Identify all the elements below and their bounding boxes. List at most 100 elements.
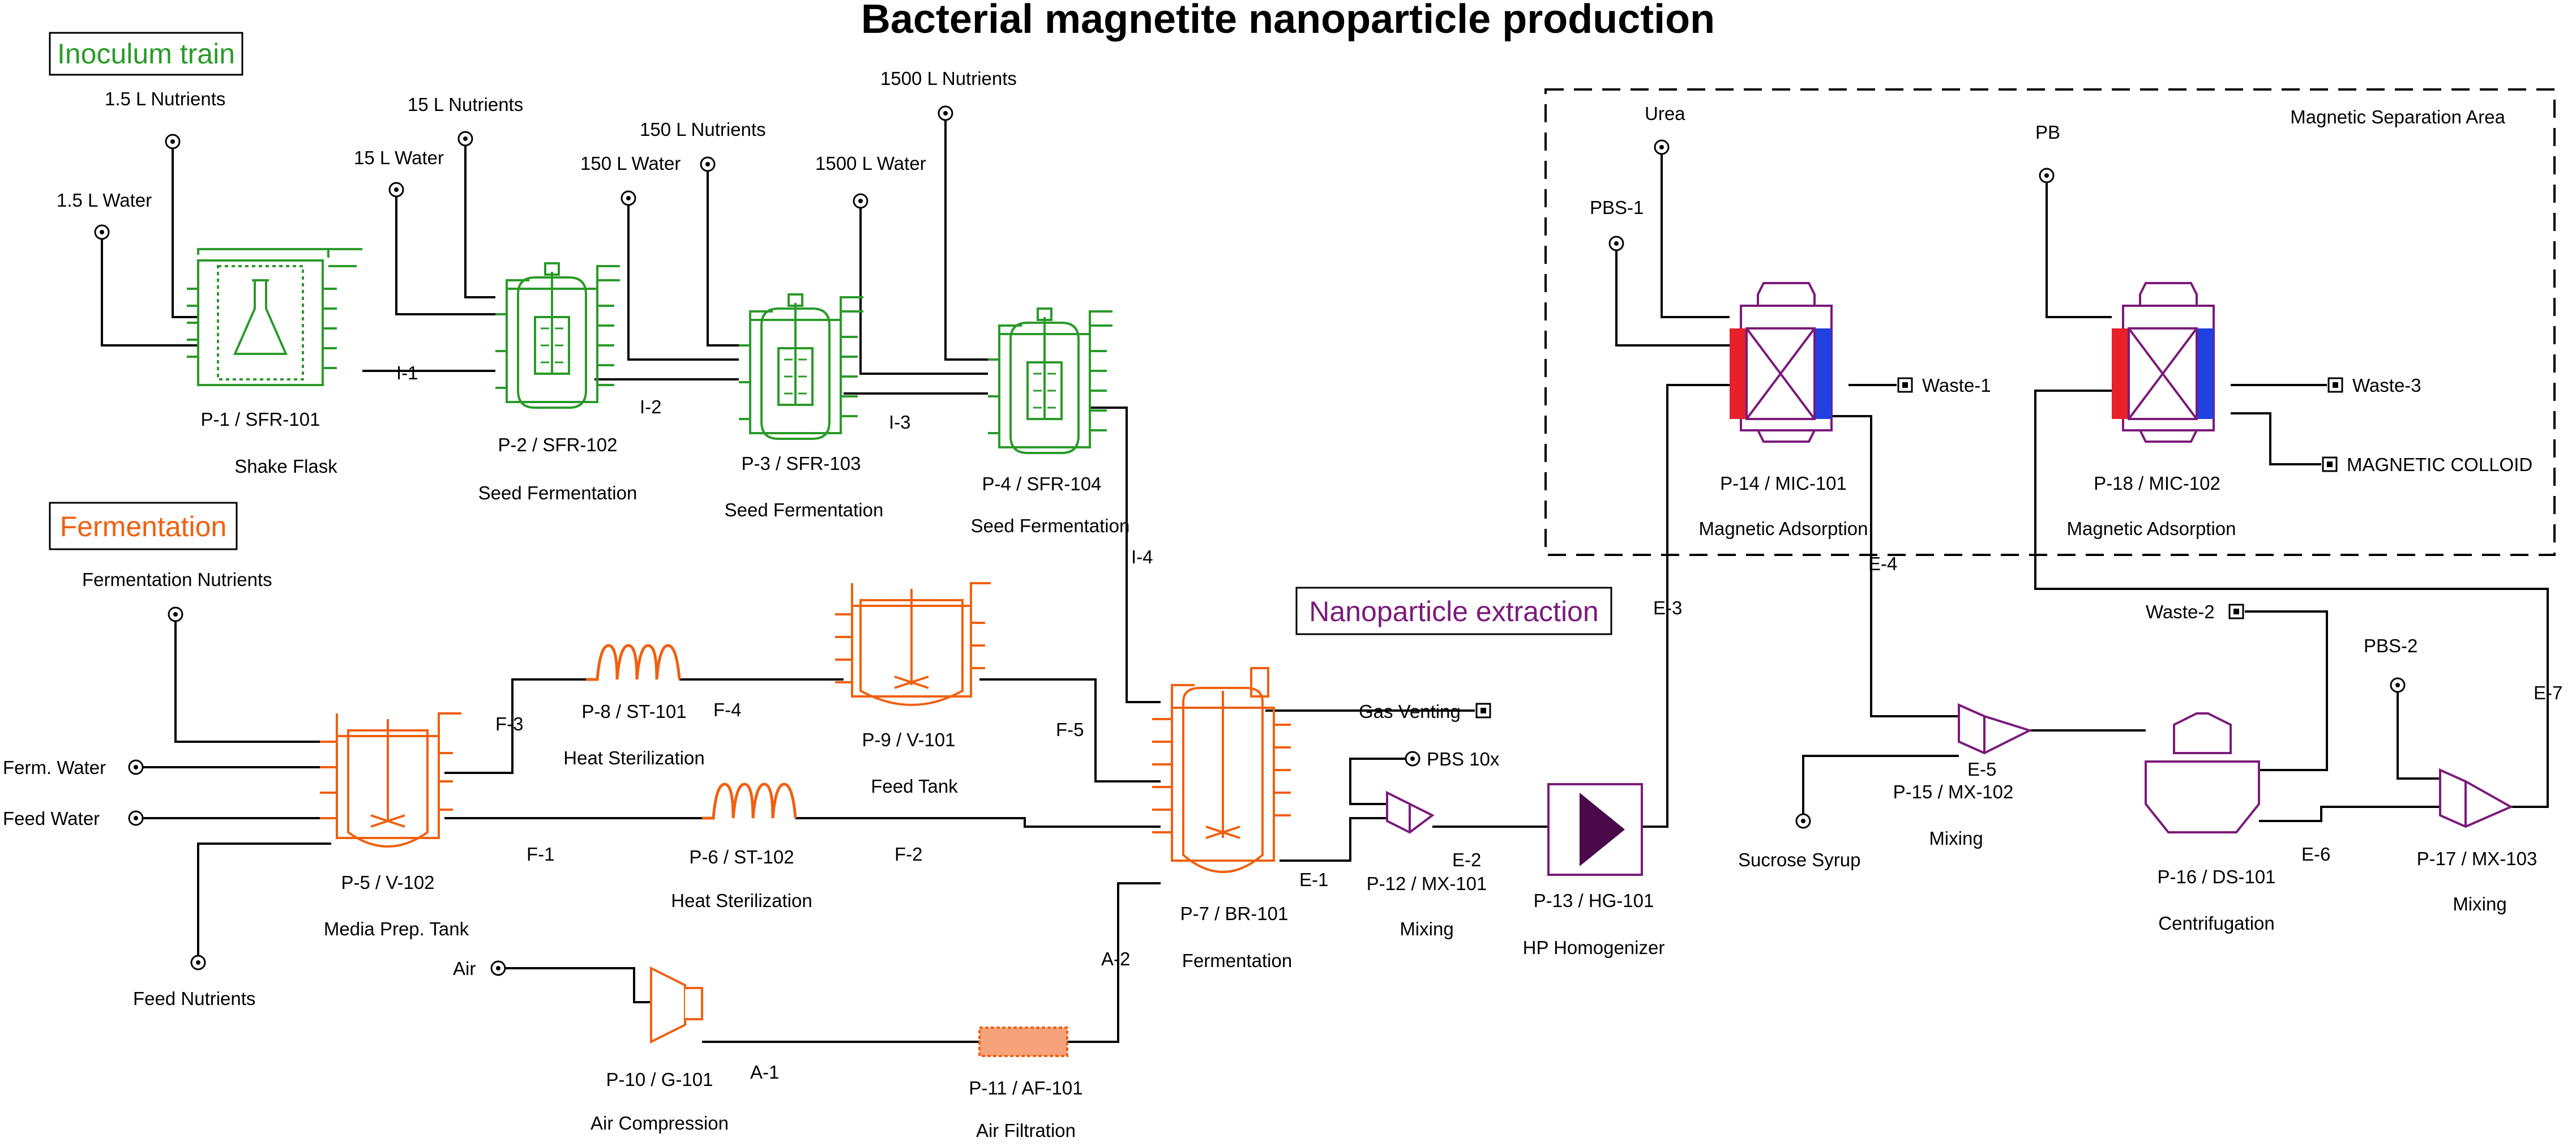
unit-tag-p1: P-1 / SFR-101 [201, 409, 320, 430]
feed-label-nutr-150: 150 L Nutrients [640, 119, 766, 140]
homogenizer-icon[interactable] [1547, 783, 1643, 876]
stream-label-i2: I-2 [640, 396, 662, 417]
unit-desc-p1: Shake Flask [234, 456, 337, 477]
feed-label-water-150: 150 L Water [580, 153, 681, 174]
centrifuge-icon[interactable] [2145, 712, 2260, 833]
unit-desc-p4: Seed Fermentation [971, 515, 1130, 536]
unit-tag-p8: P-8 / ST-101 [581, 701, 686, 722]
feed-label-urea: Urea [1645, 103, 1685, 124]
heat-sterilizer-p8-icon[interactable] [586, 644, 681, 681]
stream-label-e6: E-6 [2301, 844, 2330, 865]
heat-sterilizer-p6-icon[interactable] [702, 782, 797, 820]
stream-label-e4: E-4 [1868, 553, 1897, 574]
media-prep-tank-icon[interactable] [320, 712, 461, 848]
stream-label-i1: I-1 [396, 362, 418, 383]
section-inoculum-label: Inoculum train [57, 38, 235, 70]
unit-desc-p2: Seed Fermentation [478, 482, 637, 503]
magnetic-separation-area: Magnetic Separation Area [1544, 88, 2556, 556]
unit-desc-p7: Fermentation [1182, 950, 1292, 971]
stream-lines [101, 113, 2549, 1043]
stream-label-f5: F-5 [1056, 719, 1084, 740]
diagram-title: Bacterial magnetite nanoparticle product… [861, 0, 1715, 42]
stream-label-i3: I-3 [889, 412, 911, 433]
shake-flask-icon[interactable] [187, 248, 362, 386]
section-inoculum: Inoculum train [49, 32, 243, 76]
stream-label-a1: A-1 [750, 1062, 779, 1083]
stream-label-f3: F-3 [495, 713, 524, 734]
unit-desc-p18: Magnetic Adsorption [2066, 518, 2236, 539]
unit-tag-p11: P-11 / AF-101 [969, 1077, 1082, 1098]
seed-fermenter-p4-icon[interactable] [988, 307, 1112, 454]
output-labels: Gas Venting Waste-1 Waste-2 Waste-3 MAGN… [1359, 375, 2532, 722]
air-compressor-icon[interactable] [650, 966, 703, 1044]
unit-tag-p16: P-16 / DS-101 [2157, 866, 2275, 887]
unit-tag-p12: P-12 / MX-101 [1367, 873, 1487, 894]
unit-tag-p3: P-3 / SFR-103 [742, 453, 861, 474]
unit-tag-p6: P-6 / ST-102 [689, 846, 794, 867]
stream-label-e3: E-3 [1653, 597, 1682, 618]
output-label-waste3: Waste-3 [2352, 375, 2421, 396]
unit-tag-p5: P-5 / V-102 [341, 872, 434, 893]
feed-label-water-15: 15 L Water [354, 147, 444, 168]
unit-tag-p4: P-4 / SFR-104 [982, 473, 1102, 494]
mixer-p12-icon[interactable] [1386, 790, 1435, 834]
feed-label-pbs2: PBS-2 [2364, 635, 2417, 656]
unit-desc-p12: Mixing [1400, 918, 1453, 939]
seed-fermenter-p2-icon[interactable] [495, 262, 620, 409]
output-label-waste2: Waste-2 [2146, 601, 2215, 622]
unit-desc-p17: Mixing [2453, 893, 2506, 914]
feed-label-water-1-5: 1.5 L Water [57, 190, 152, 211]
unit-desc-p3: Seed Fermentation [725, 499, 884, 520]
unit-desc-p9: Feed Tank [871, 776, 958, 797]
feed-label-feed-water: Feed Water [3, 808, 100, 829]
feed-label-air: Air [453, 958, 476, 979]
unit-tag-p18: P-18 / MIC-102 [2094, 473, 2220, 494]
feed-label-ferm-nutrients: Fermentation Nutrients [82, 569, 272, 590]
unit-tag-p15: P-15 / MX-102 [1893, 781, 2014, 802]
unit-desc-p11: Air Filtration [976, 1120, 1076, 1141]
unit-desc-p15: Mixing [1929, 828, 1983, 849]
feed-label-sucrose: Sucrose Syrup [1738, 849, 1860, 870]
unit-tag-p17: P-17 / MX-103 [2417, 848, 2538, 869]
feed-label-pbs10x: PBS 10x [1427, 749, 1500, 769]
feed-label-nutr-1-5: 1.5 L Nutrients [105, 88, 225, 109]
unit-desc-p5: Media Prep. Tank [324, 918, 469, 939]
feed-label-feed-nutrients: Feed Nutrients [133, 988, 255, 1009]
unit-labels: P-1 / SFR-101 Shake Flask P-2 / SFR-102 … [201, 409, 2538, 1141]
section-fermentation-label: Fermentation [60, 511, 227, 542]
stream-label-e2: E-2 [1452, 849, 1481, 870]
unit-desc-p10: Air Compression [590, 1113, 729, 1134]
stream-label-e5: E-5 [1967, 759, 1996, 780]
bioreactor-icon[interactable] [1152, 667, 1291, 873]
mixer-p15-icon[interactable] [1958, 703, 2033, 755]
magnetic-area-label: Magnetic Separation Area [2290, 106, 2505, 127]
unit-tag-p14: P-14 / MIC-101 [1720, 473, 1847, 494]
unit-desc-p6: Heat Sterilization [671, 890, 812, 911]
unit-desc-p14: Magnetic Adsorption [1698, 518, 1868, 539]
stream-label-e1: E-1 [1299, 869, 1328, 890]
magnetic-column-p18-icon[interactable] [2112, 282, 2215, 443]
output-label-waste1: Waste-1 [1922, 375, 1991, 396]
unit-tag-p7: P-7 / BR-101 [1180, 903, 1289, 924]
feed-label-water-1500: 1500 L Water [815, 153, 926, 174]
unit-desc-p16: Centrifugation [2158, 913, 2274, 934]
feed-labels: 1.5 L Water 1.5 L Nutrients 15 L Water 1… [3, 68, 2417, 1009]
section-extraction: Nanoparticle extraction [1295, 587, 1612, 635]
section-extraction-label: Nanoparticle extraction [1309, 596, 1598, 627]
unit-tag-p9: P-9 / V-101 [862, 729, 955, 750]
magnetic-column-p14-icon[interactable] [1730, 282, 1833, 443]
mixer-p17-icon[interactable] [2439, 768, 2514, 828]
feed-tank-icon[interactable] [835, 582, 991, 706]
output-label-gas: Gas Venting [1359, 701, 1461, 722]
air-filter-icon[interactable] [978, 1027, 1068, 1057]
stream-label-f1: F-1 [527, 844, 555, 865]
stream-label-e7: E-7 [2534, 682, 2562, 703]
stream-label-f4: F-4 [713, 699, 742, 720]
seed-fermenter-p3-icon[interactable] [739, 293, 863, 440]
unit-tag-p2: P-2 / SFR-102 [498, 434, 618, 455]
feed-label-nutr-15: 15 L Nutrients [408, 94, 523, 115]
feed-label-nutr-1500: 1500 L Nutrients [880, 68, 1017, 89]
stream-label-i4: I-4 [1131, 546, 1153, 567]
stream-label-a2: A-2 [1101, 948, 1130, 969]
